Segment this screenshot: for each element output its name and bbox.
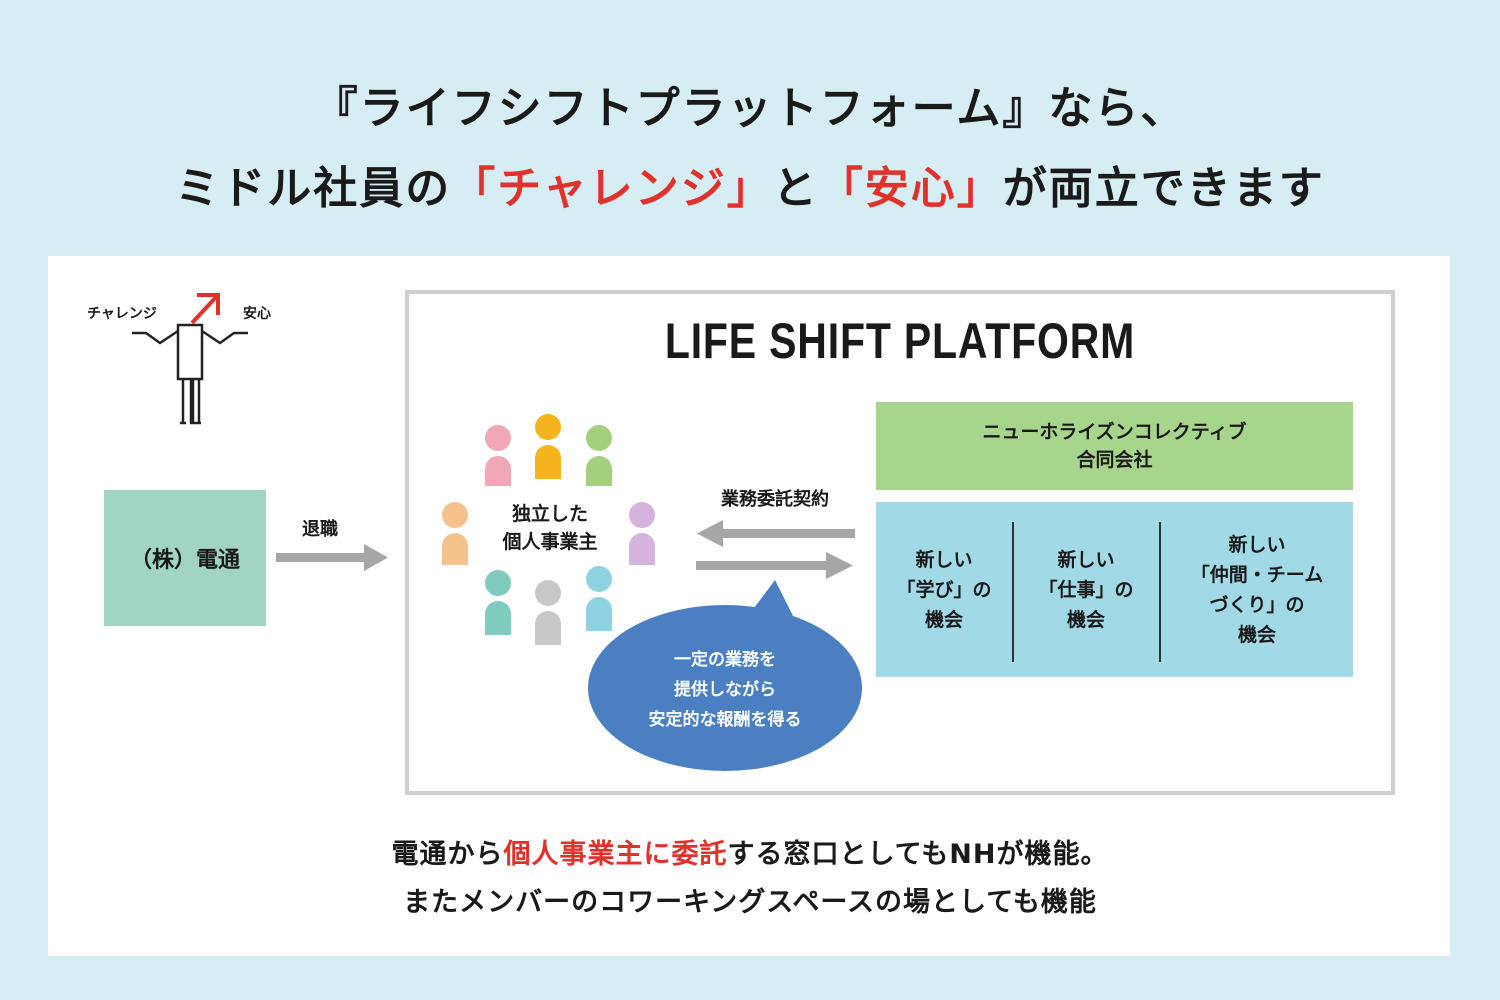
nh-type: 合同会社 xyxy=(1076,449,1153,471)
dentsu-label: （株）電通 xyxy=(129,548,240,573)
retire-arrow-icon xyxy=(276,544,388,571)
headline-highlight-anshin: 「安心」 xyxy=(818,163,1003,214)
headline-text: ミドル社員の xyxy=(175,163,452,214)
nh-company-box: ニューホライズンコレクティブ 合同会社 xyxy=(876,402,1353,490)
people-label-line: 個人事業主 xyxy=(502,531,598,553)
person-icon xyxy=(485,425,511,486)
bottom-text: する窓口としてもNHが機能。 xyxy=(727,839,1109,870)
opportunity-learning: 新しい 「学び」の 機会 xyxy=(896,548,992,631)
person-icon xyxy=(586,425,612,486)
person-icon xyxy=(629,502,655,565)
headline-text: と xyxy=(772,163,819,214)
headline-line-1: 『ライフシフトプラットフォーム』なら、 xyxy=(313,83,1187,134)
balance-figure-icon: チャレンジ 安心 xyxy=(87,293,271,425)
person-icon xyxy=(586,566,612,631)
headline-text: が両立できます xyxy=(1002,163,1325,214)
speech-bubble xyxy=(588,580,862,771)
divider xyxy=(1159,522,1161,662)
contract-arrows-icon xyxy=(696,520,855,579)
headline-line-2: ミドル社員の「チャレンジ」と「安心」が両立できます xyxy=(0,152,1500,216)
opportunity-work: 新しい 「仕事」の 機会 xyxy=(1038,548,1134,631)
nh-name: ニューホライズンコレクティブ xyxy=(982,421,1247,443)
platform-frame xyxy=(405,290,1395,795)
person-icon xyxy=(485,570,511,635)
bottom-line-1: 電通から個人事業主に委託する窓口としてもNHが機能。 xyxy=(0,832,1500,871)
people-label: 独立した 個人事業主 xyxy=(470,500,630,556)
platform-title: LIFE SHIFT PLATFORM xyxy=(664,313,1136,369)
bottom-text: 電通から xyxy=(391,839,504,870)
opportunities-box: 新しい 「学び」の 機会 新しい 「仕事」の 機会 新しい 「仲間・チーム づく… xyxy=(876,502,1353,677)
people-label-line: 独立した xyxy=(511,503,588,525)
bottom-highlight: 個人事業主に委託 xyxy=(503,839,728,870)
figure-left-label: チャレンジ xyxy=(87,306,157,322)
person-icon xyxy=(535,414,561,479)
headline-highlight-challenge: 「チャレンジ」 xyxy=(451,163,773,214)
retire-label: 退職 xyxy=(302,519,338,540)
bubble-text: 一定の業務を 提供しながら 安定的な報酬を得る xyxy=(648,650,802,730)
person-icon xyxy=(442,502,468,565)
dentsu-box: （株）電通 xyxy=(104,490,266,626)
figure-right-label: 安心 xyxy=(243,305,271,322)
person-icon xyxy=(535,580,561,645)
bottom-line-2: またメンバーのコワーキングスペースの場としても機能 xyxy=(403,887,1097,918)
divider xyxy=(1012,522,1014,662)
contract-label: 業務委託契約 xyxy=(721,489,829,510)
people-group xyxy=(442,414,655,645)
opportunity-team: 新しい 「仲間・チーム づくり」の 機会 xyxy=(1190,533,1324,646)
